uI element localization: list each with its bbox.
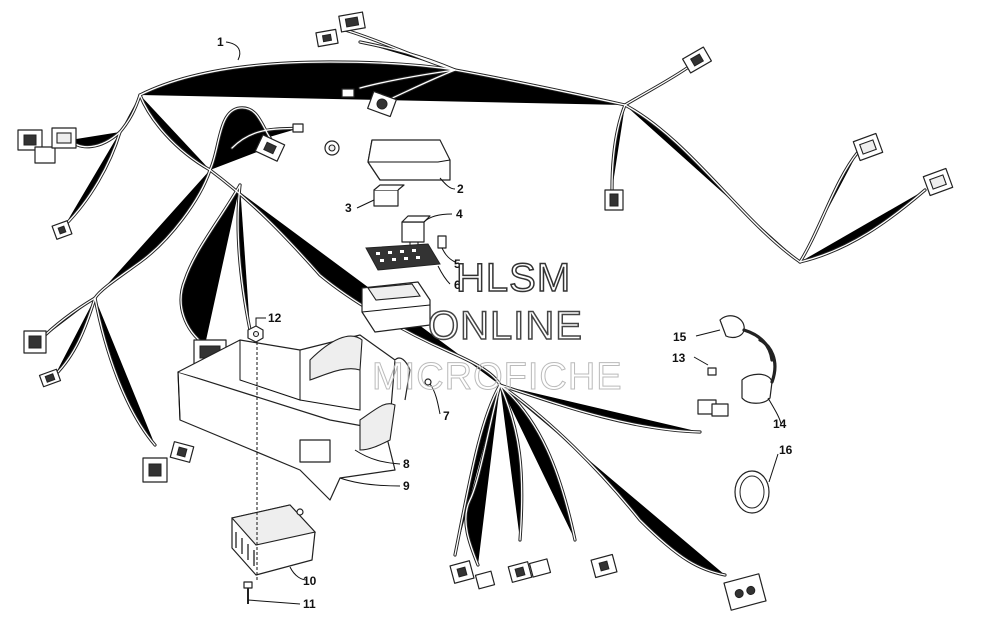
electrical-tray: [177, 334, 411, 501]
callout-13: 13: [672, 351, 686, 365]
callout-8: 8: [403, 457, 410, 471]
main-wire-harness: [38, 28, 927, 577]
callout-3: 3: [345, 201, 352, 215]
fuse-box-cover: [367, 139, 451, 181]
fuse: [373, 184, 405, 207]
callout-numbers: 1 2 3 4 5 6 7 8 9 10 11 12 13 14 15 16: [217, 35, 793, 611]
screw: [424, 378, 432, 386]
fuse-block-housing: [361, 281, 431, 333]
callout-9: 9: [403, 479, 410, 493]
callout-10: 10: [303, 574, 317, 588]
callout-15: 15: [673, 330, 687, 344]
callout-2: 2: [457, 182, 464, 196]
callout-6: 6: [454, 278, 461, 292]
nut: [247, 325, 264, 343]
mini-fuse: [437, 235, 447, 249]
leader-lines: [225, 41, 782, 605]
bolt: [243, 581, 253, 604]
callout-5: 5: [454, 257, 461, 271]
relay: [401, 215, 431, 250]
callout-1: 1: [217, 35, 224, 49]
coil-screw: [707, 367, 717, 376]
hose-clamp: [734, 470, 770, 514]
callout-11: 11: [303, 597, 316, 611]
callout-12: 12: [268, 311, 282, 325]
callout-4: 4: [456, 207, 463, 221]
callout-7: 7: [443, 409, 450, 423]
harness-connectors: [17, 11, 954, 611]
voltage-regulator: [230, 504, 317, 576]
spark-plug-cap: [719, 315, 774, 362]
ignition-coil: [697, 338, 777, 417]
callout-16: 16: [779, 443, 793, 457]
fuse-circuit-board: [365, 243, 441, 271]
callout-14: 14: [773, 417, 787, 431]
